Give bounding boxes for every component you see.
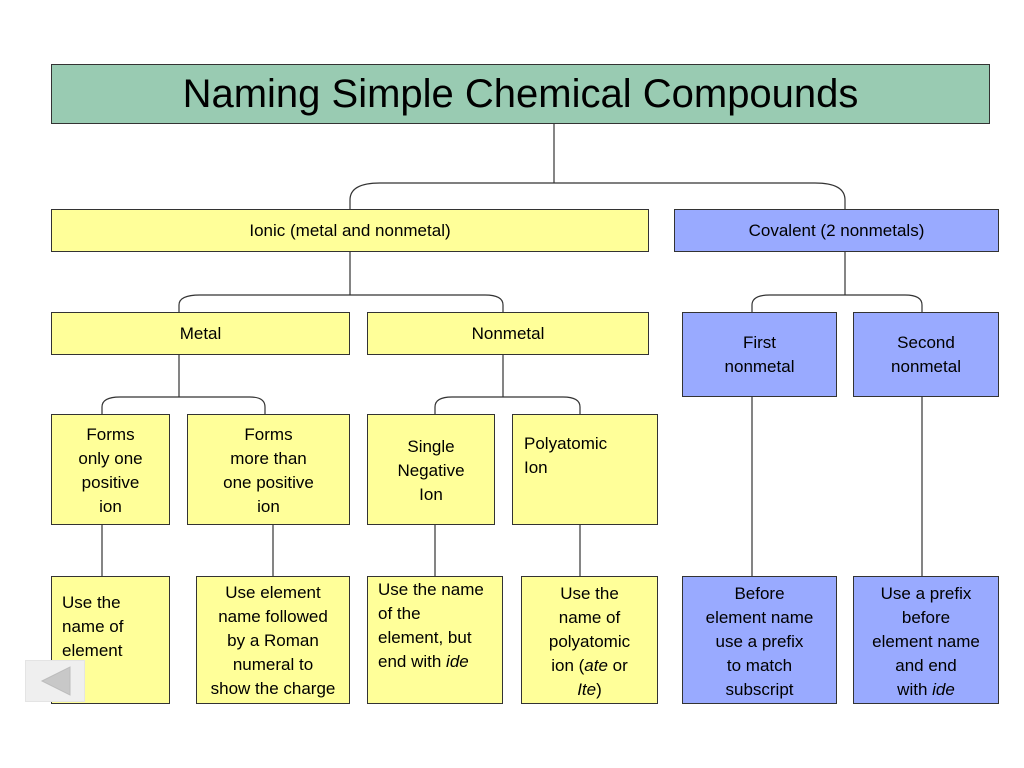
forms-more-line-2: more than [230,449,307,468]
forms-one-line-2: only one [78,449,143,468]
rule-second-line-5: with ide [854,678,998,702]
first-nonmetal-line-1: First [742,333,777,352]
title-text: Naming Simple Chemical Compounds [182,72,859,116]
rule-poly-line-5: Ite) [522,678,657,702]
forms-one-line-4: ion [99,497,122,516]
forms-more-line-1: Forms [244,425,293,444]
rule-poly-line-4-text: ion ( [551,656,585,675]
polyatomic-ion-node: Polyatomic Ion [512,414,658,525]
forms-more-ion-node: Forms more than one positive ion [187,414,350,525]
rule-more-ion: Use element name followed by a Roman num… [196,576,350,704]
rule-poly-ite: Ite [577,680,597,699]
page-title: Naming Simple Chemical Compounds [51,64,990,124]
rule-first-line-2: element name [705,608,814,627]
rule-single-suffix: ide [446,652,469,671]
rule-single-line-4: end with ide [378,650,502,674]
rule-poly-line-2: name of [558,608,621,627]
nonmetal-label: Nonmetal [471,324,545,343]
single-line-1: Single [407,437,455,456]
rule-first-line-3: use a prefix [715,632,804,651]
rule-more-line-2: name followed [218,607,328,626]
first-nonmetal-node: First nonmetal [682,312,837,397]
rule-poly-line-3: polyatomic [548,632,631,651]
rule-poly-line-5-post: ) [596,680,602,699]
rule-second-suffix: ide [932,680,955,699]
forms-one-line-1: Forms [86,425,135,444]
forms-one-ion-node: Forms only one positive ion [51,414,170,525]
rule-second-line-3: element name [872,632,980,651]
rule-first-line-5: subscript [725,680,794,699]
rule-first-line-1: Before [734,584,785,603]
metal-label: Metal [179,324,222,343]
second-nonmetal-line-2: nonmetal [891,357,961,376]
rule-single-line-2: of the [378,604,421,623]
rule-second-nonmetal: Use a prefix before element name and end… [853,576,999,704]
rule-single-ion: Use the name of the element, but end wit… [367,576,503,704]
second-nonmetal-node: Second nonmetal [853,312,999,397]
first-nonmetal-line-2: nonmetal [724,357,795,376]
ionic-node: Ionic (metal and nonmetal) [51,209,649,252]
rule-polyatomic-ion: Use the name of polyatomic ion (ate or I… [521,576,658,704]
rule-one-line-2: name of [62,617,124,636]
back-button[interactable] [25,660,85,702]
rule-second-line-5-text: with [897,680,933,699]
rule-single-line-4-text: end with [378,652,447,671]
rule-single-line-1: Use the name [378,580,484,599]
polyatomic-line-1: Polyatomic [524,434,608,453]
rule-first-nonmetal: Before element name use a prefix to matc… [682,576,837,704]
rule-poly-line-4-post: or [607,656,628,675]
single-line-2: Negative [397,461,465,480]
covalent-label: Covalent (2 nonmetals) [748,221,925,240]
forms-more-line-3: one positive [223,473,314,492]
nonmetal-node: Nonmetal [367,312,649,355]
back-arrow-icon [40,666,71,696]
rule-one-line-1: Use the [62,593,121,612]
ionic-label: Ionic (metal and nonmetal) [249,221,451,240]
covalent-node: Covalent (2 nonmetals) [674,209,999,252]
rule-poly-line-1: Use the [560,584,619,603]
rule-first-line-4: to match [726,656,793,675]
metal-node: Metal [51,312,350,355]
rule-single-line-3: element, but [378,628,472,647]
rule-second-line-2: before [901,608,951,627]
polyatomic-line-2: Ion [524,458,548,477]
rule-more-line-4: numeral to [232,655,314,674]
rule-one-line-3: element [62,641,123,660]
rule-poly-ate: ate [584,656,608,675]
rule-more-line-5: show the charge [210,679,336,698]
rule-more-line-1: Use element [225,583,321,602]
second-nonmetal-line-1: Second [897,333,955,352]
rule-second-line-1: Use a prefix [880,584,972,603]
rule-second-line-4: and end [895,656,957,675]
single-line-3: Ion [419,485,443,504]
forms-one-line-3: positive [81,473,140,492]
rule-more-line-3: by a Roman [227,631,319,650]
single-negative-ion-node: Single Negative Ion [367,414,495,525]
forms-more-line-4: ion [257,497,280,516]
rule-poly-line-4: ion (ate or [522,654,657,678]
